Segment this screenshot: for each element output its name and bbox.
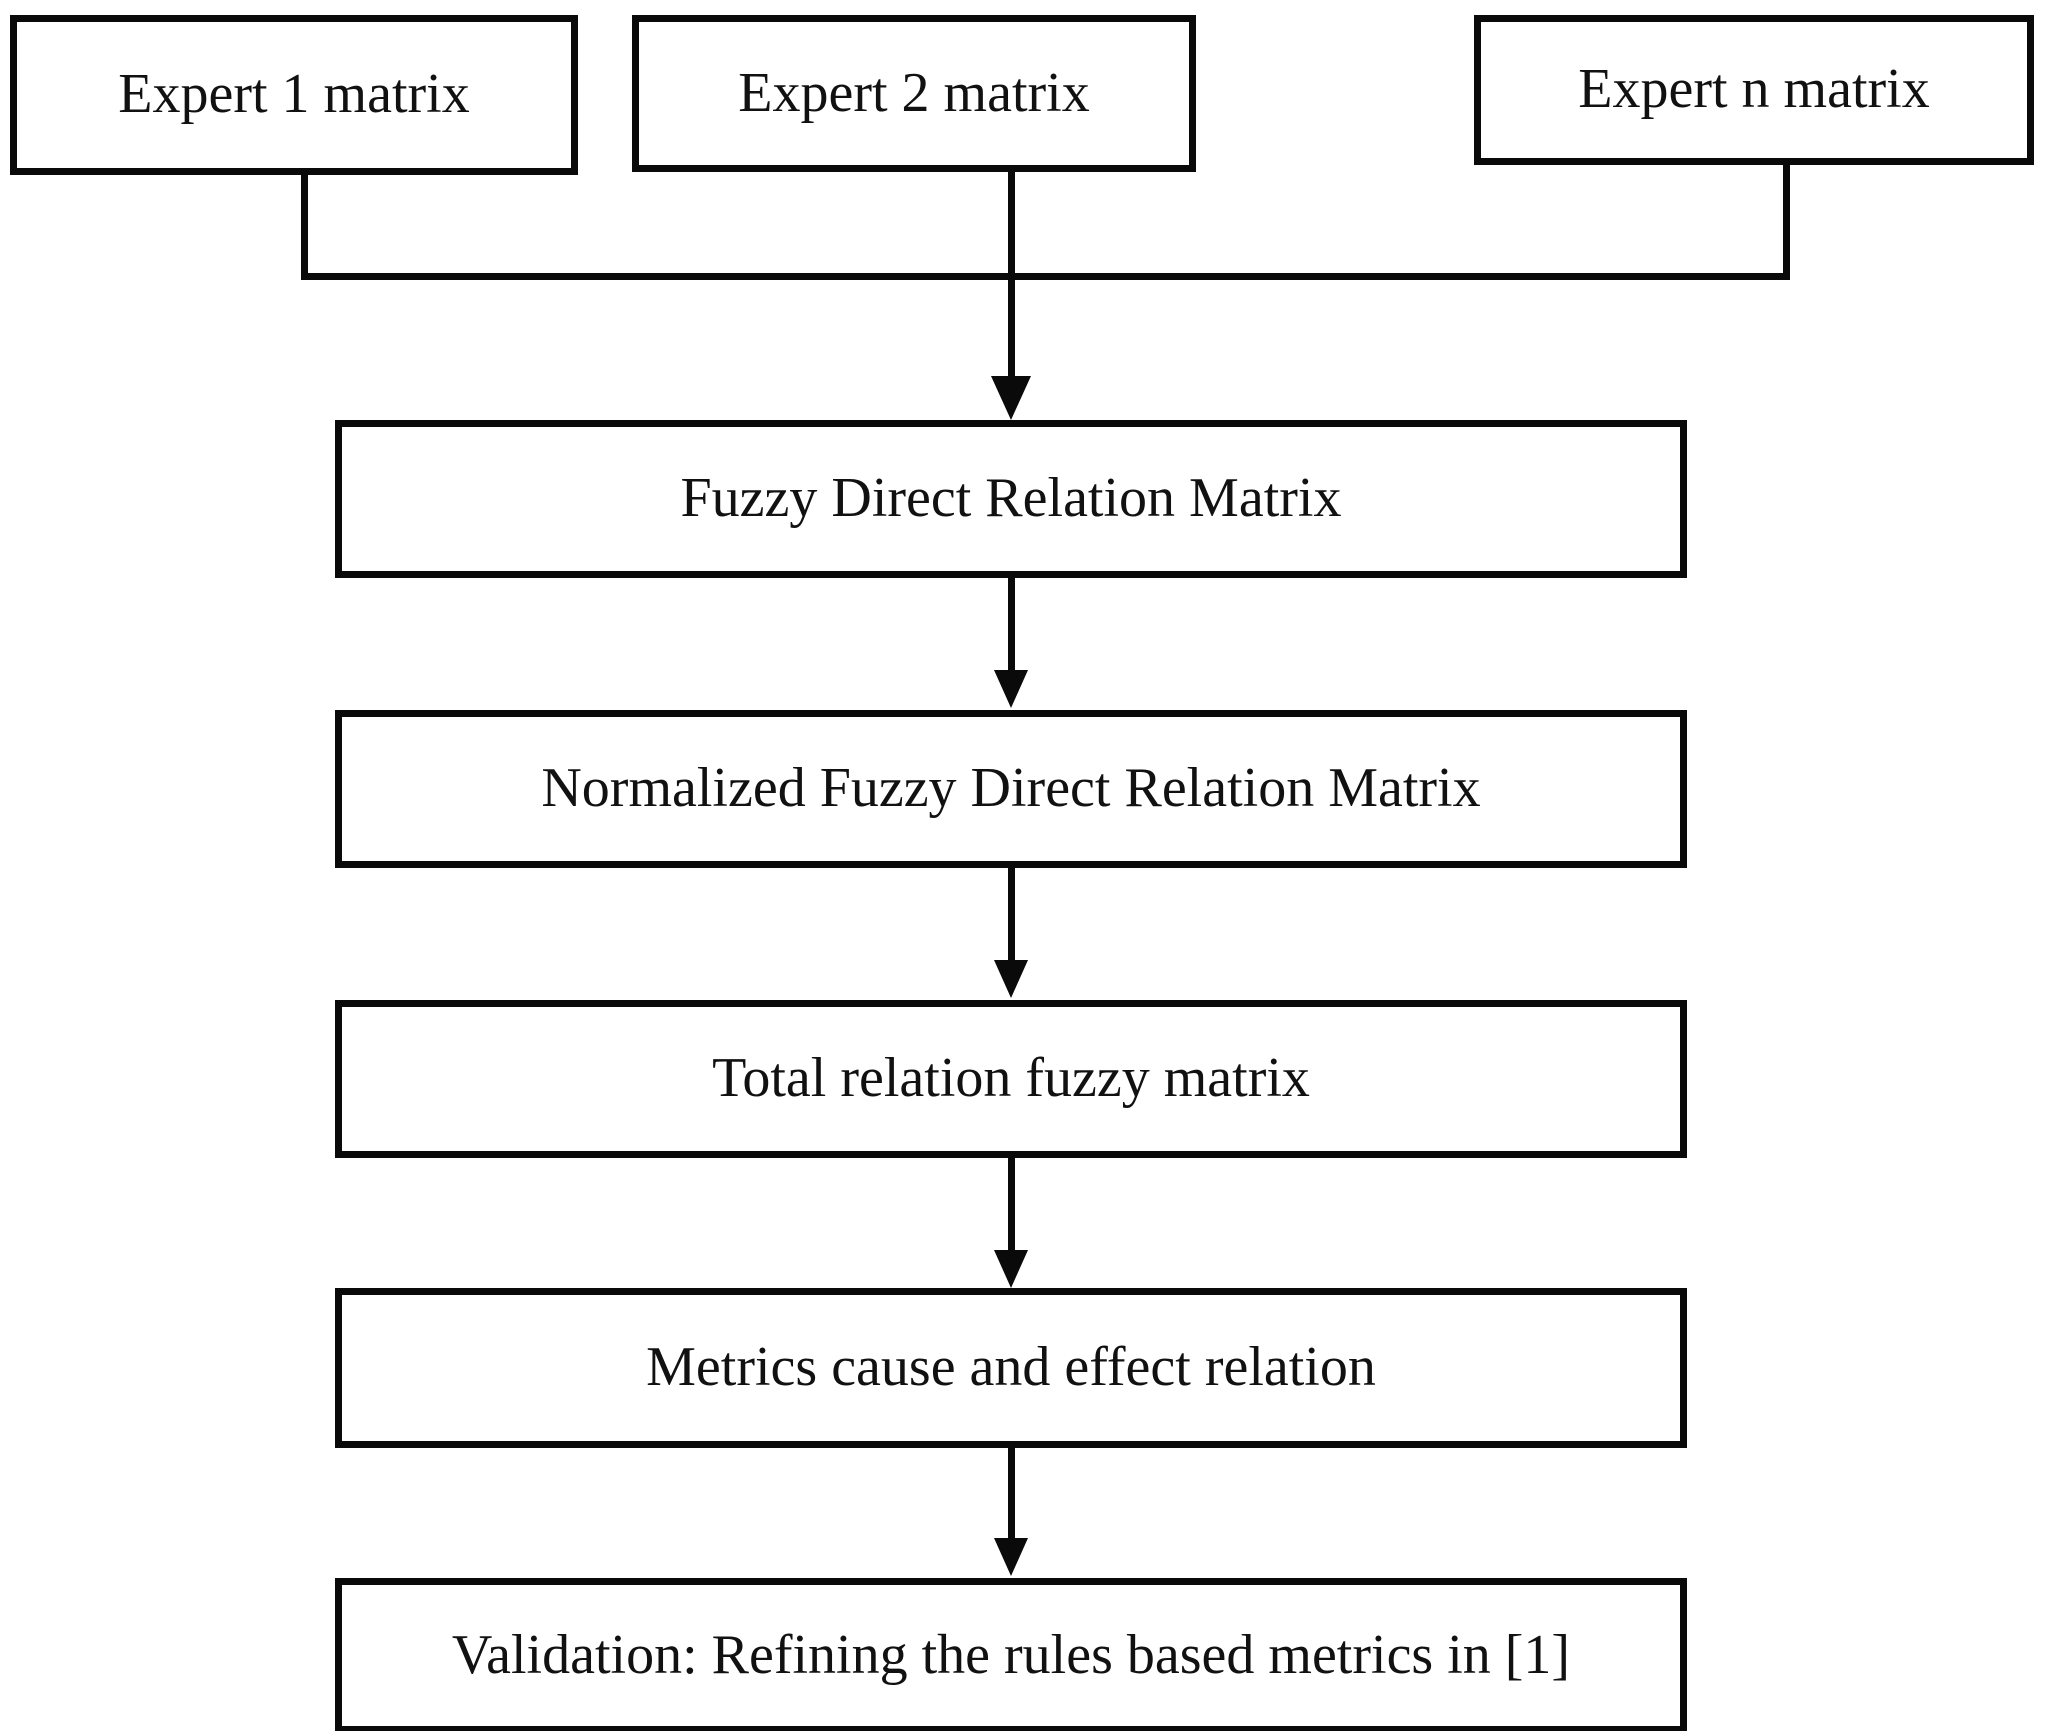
arrow-into-validation (994, 1538, 1028, 1576)
node-expert-2-matrix[interactable]: Expert 2 matrix (632, 15, 1196, 172)
arrow-into-normalized-fuzzy-direct-relation-matrix (994, 670, 1028, 708)
arrow-into-metrics-cause-and-effect-relation (994, 1250, 1028, 1288)
node-total-relation-fuzzy-matrix[interactable]: Total relation fuzzy matrix (335, 1000, 1687, 1158)
node-validation[interactable]: Validation: Refining the rules based met… (335, 1578, 1687, 1731)
connector-step4-to-step5 (1008, 1448, 1015, 1542)
node-label: Validation: Refining the rules based met… (451, 1623, 1571, 1686)
node-label: Metrics cause and effect relation (646, 1336, 1376, 1399)
connector-expert-2-drop (1008, 168, 1015, 380)
node-label: Expert 2 matrix (738, 61, 1090, 124)
node-fuzzy-direct-relation-matrix[interactable]: Fuzzy Direct Relation Matrix (335, 420, 1687, 578)
connector-expert-bus (301, 273, 1790, 280)
node-label: Expert n matrix (1578, 58, 1930, 121)
node-expert-n-matrix[interactable]: Expert n matrix (1474, 15, 2034, 165)
connector-step2-to-step3 (1008, 868, 1015, 964)
arrow-into-total-relation-fuzzy-matrix (994, 960, 1028, 998)
node-label: Normalized Fuzzy Direct Relation Matrix (541, 757, 1481, 820)
node-normalized-fuzzy-direct-relation-matrix[interactable]: Normalized Fuzzy Direct Relation Matrix (335, 710, 1687, 868)
node-label: Total relation fuzzy matrix (712, 1047, 1310, 1110)
connector-step3-to-step4 (1008, 1158, 1015, 1254)
connector-expert-n-drop (1783, 162, 1790, 280)
node-metrics-cause-and-effect-relation[interactable]: Metrics cause and effect relation (335, 1288, 1687, 1448)
arrow-into-fuzzy-direct-relation-matrix (991, 376, 1031, 420)
node-expert-1-matrix[interactable]: Expert 1 matrix (10, 15, 578, 175)
node-label: Expert 1 matrix (118, 63, 470, 126)
connector-expert-1-drop (301, 172, 308, 280)
node-label: Fuzzy Direct Relation Matrix (680, 467, 1342, 530)
connector-step1-to-step2 (1008, 578, 1015, 674)
